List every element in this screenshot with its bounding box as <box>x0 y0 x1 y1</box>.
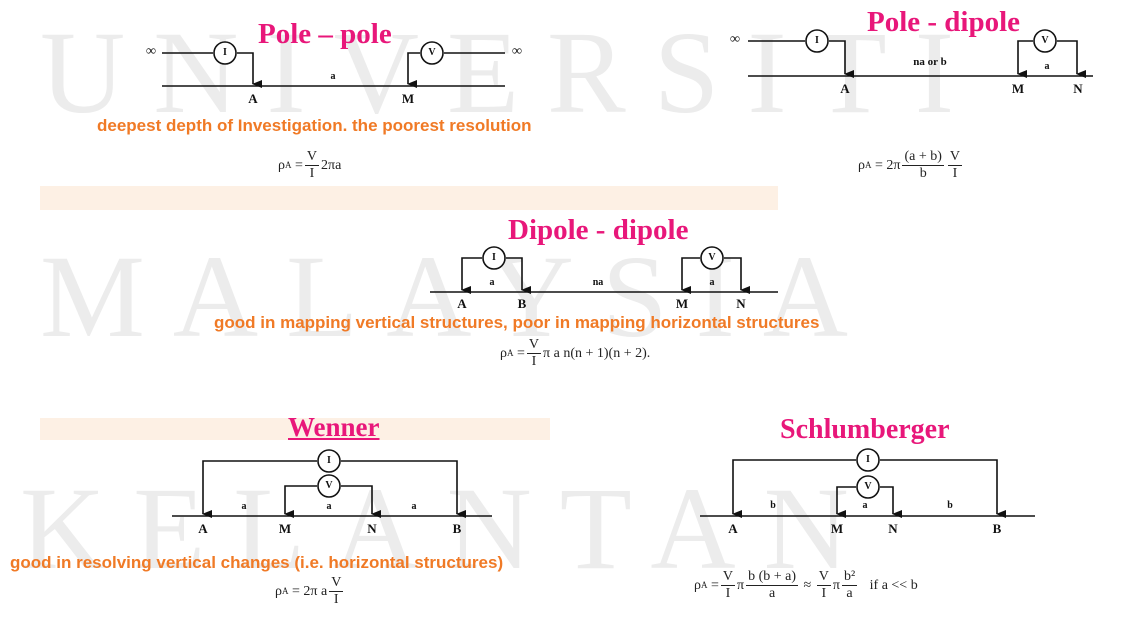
dipole-dipole-current-symbol: I <box>492 252 496 263</box>
pole-pole-infinity-right: ∞ <box>512 44 522 59</box>
pole-pole-current-meter <box>213 41 237 65</box>
pole-dipole-voltage-meter <box>1033 29 1057 53</box>
pole-pole-voltage-symbol: V <box>428 47 436 58</box>
pole-pole-electrode-a: A <box>248 91 258 106</box>
wenner-spacing-a3: a <box>411 501 417 512</box>
pole-dipole-infinity: ∞ <box>730 32 740 47</box>
dipole-dipole-spacing-a1: a <box>489 277 495 288</box>
dipole-dipole-electrode-a: A <box>457 296 467 311</box>
wenner-spacing-a1: a <box>241 501 247 512</box>
pole-dipole-electrode-n: N <box>1073 81 1083 96</box>
pole-pole-electrode-m: M <box>401 91 415 106</box>
wenner-electrode-n: N <box>367 521 377 536</box>
schlumberger-electrode-a: A <box>728 521 738 536</box>
wenner-current-meter <box>317 449 341 473</box>
pole-dipole-current-symbol: I <box>815 35 819 46</box>
pole-dipole-spacing-a: a <box>1044 61 1050 72</box>
wenner-voltage-symbol: V <box>325 480 333 491</box>
wenner-spacing-a2: a <box>326 501 332 512</box>
pole-dipole-title: Pole - dipole <box>867 6 1021 38</box>
dipole-dipole-electrode-b: B <box>517 296 527 311</box>
dipole-dipole-voltage-meter <box>700 246 724 270</box>
schlumberger-spacing-b1: b <box>770 500 776 511</box>
pole-dipole-electrode-a: A <box>840 81 850 96</box>
pole-pole-note: deepest depth of Investigation. the poor… <box>97 116 532 135</box>
schlumberger-electrode-n: N <box>888 521 898 536</box>
pole-pole-spacing-label: a <box>330 71 336 82</box>
schlumberger-voltage-symbol: V <box>864 481 872 492</box>
wenner-note: good in resolving vertical changes (i.e.… <box>10 553 504 572</box>
highlight-band-1 <box>40 186 778 210</box>
wenner-title: Wenner <box>288 412 380 442</box>
schlumberger-title: Schlumberger <box>780 414 950 445</box>
schlumberger-electrode-b: B <box>992 521 1002 536</box>
pole-pole-voltage-meter <box>420 41 444 65</box>
dipole-dipole-spacing-na: na <box>592 277 604 288</box>
wenner-voltage-meter <box>317 474 341 498</box>
dipole-dipole-note: good in mapping vertical structures, poo… <box>214 313 820 332</box>
wenner-current-symbol: I <box>327 455 331 466</box>
pole-pole-infinity-left: ∞ <box>146 44 156 59</box>
pole-dipole-spacing-na: na or b <box>913 56 947 68</box>
dipole-dipole-current-meter <box>482 246 506 270</box>
pole-dipole-electrode-m: M <box>1011 81 1025 96</box>
watermark-line-1: UNIVERSITI <box>40 7 983 138</box>
pole-pole-title: Pole – pole <box>258 18 392 50</box>
dipole-dipole-title: Dipole - dipole <box>508 214 689 246</box>
dipole-dipole-electrode-m: M <box>675 296 689 311</box>
pole-dipole-voltage-symbol: V <box>1041 35 1049 46</box>
wenner-electrode-b: B <box>452 521 462 536</box>
pole-dipole-current-meter <box>805 29 829 53</box>
pole-pole-current-symbol: I <box>223 47 227 58</box>
dipole-dipole-electrode-n: N <box>736 296 746 311</box>
watermark-line-3: KELANTAN <box>20 463 877 594</box>
schlumberger-electrode-m: M <box>830 521 844 536</box>
schlumberger-spacing-b2: b <box>947 500 953 511</box>
schlumberger-spacing-a: a <box>862 500 868 511</box>
schlumberger-voltage-meter <box>856 475 880 499</box>
wenner-electrode-m: M <box>278 521 292 536</box>
dipole-dipole-voltage-symbol: V <box>708 252 716 263</box>
schlumberger-current-symbol: I <box>866 454 870 465</box>
highlight-band-2 <box>40 418 550 440</box>
wenner-electrode-a: A <box>198 521 208 536</box>
dipole-dipole-spacing-a2: a <box>709 277 715 288</box>
schlumberger-current-meter <box>856 448 880 472</box>
